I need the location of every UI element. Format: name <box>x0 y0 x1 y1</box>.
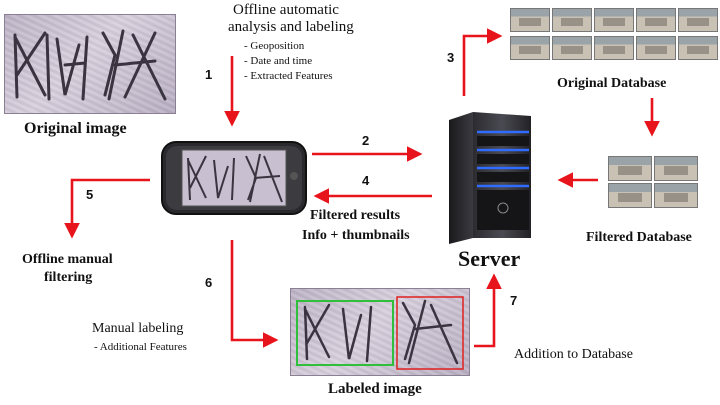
original-database-label: Original Database <box>557 76 667 91</box>
database-thumbnail <box>594 8 634 32</box>
addition-to-database-label: Addition to Database <box>514 347 633 362</box>
labeled-image-label: Labeled image <box>328 381 422 397</box>
database-thumbnail <box>678 8 718 32</box>
server-label: Server <box>458 246 521 271</box>
arrow-step-3 <box>462 28 503 96</box>
database-thumbnail <box>654 156 698 181</box>
graffiti-strokes <box>13 29 167 101</box>
database-thumbnail <box>552 36 592 60</box>
step-number-2: 2 <box>362 133 370 148</box>
offline-manual-filtering-line1: Offline manual <box>22 252 113 267</box>
offline-analysis-item: - Extracted Features <box>244 70 333 82</box>
database-thumbnail <box>510 36 550 60</box>
filtered-database-label: Filtered Database <box>586 230 692 245</box>
database-thumbnail <box>510 8 550 32</box>
filtered-results-line2: Info + thumbnails <box>302 228 410 243</box>
offline-analysis-title-line2: analysis and labeling <box>228 19 354 35</box>
database-thumbnail <box>636 36 676 60</box>
offline-analysis-title-line1: Offline automatic <box>233 2 339 18</box>
step-number-6: 6 <box>205 275 213 290</box>
database-thumbnail <box>636 8 676 32</box>
step-number-7: 7 <box>510 293 518 308</box>
arrow-step-6 <box>230 240 279 348</box>
arrow-step-5 <box>64 178 150 239</box>
step-number-4: 4 <box>362 173 370 188</box>
server-tower-icon <box>443 110 535 244</box>
database-thumbnail <box>654 183 698 208</box>
arrow-step-7 <box>474 273 502 348</box>
offline-analysis-item: - Geoposition <box>244 40 305 52</box>
manual-labeling-line2: - Additional Features <box>94 341 187 353</box>
labeled-graffiti <box>296 296 464 370</box>
offline-analysis-item: - Date and time <box>244 55 313 67</box>
original-database-thumbnails <box>510 8 718 60</box>
offline-manual-filtering-line2: filtering <box>44 270 93 285</box>
database-thumbnail <box>552 8 592 32</box>
filtered-database-thumbnails <box>608 156 698 208</box>
database-thumbnail <box>608 183 652 208</box>
step-number-1: 1 <box>205 67 213 82</box>
labeled-image-photo <box>290 288 470 376</box>
smartphone-icon <box>160 138 308 218</box>
original-image-photo <box>4 14 176 114</box>
step-number-5: 5 <box>86 187 94 202</box>
database-thumbnail <box>608 156 652 181</box>
database-thumbnail <box>594 36 634 60</box>
filtered-results-line1: Filtered results <box>310 208 401 223</box>
database-thumbnail <box>678 36 718 60</box>
step-number-3: 3 <box>447 50 455 65</box>
manual-labeling-line1: Manual labeling <box>92 321 184 336</box>
original-image-label: Original image <box>24 120 127 137</box>
